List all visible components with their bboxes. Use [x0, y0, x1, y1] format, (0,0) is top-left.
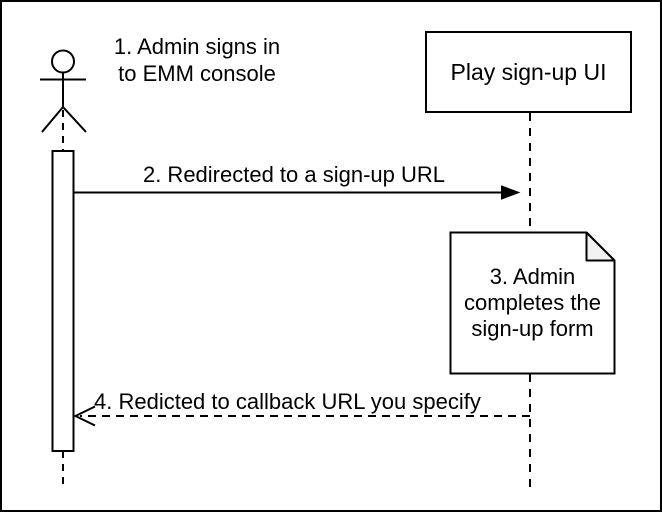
note-fold-icon — [585, 231, 616, 262]
callback-arrowhead-icon — [73, 405, 96, 427]
activation-bar — [51, 150, 75, 452]
redirect-arrow — [73, 185, 521, 200]
message-1-label: 1. Admin signs in to EMM console — [113, 34, 281, 86]
redirect-arrowhead-icon — [501, 185, 521, 200]
note-shape — [449, 231, 616, 375]
callback-arrow — [73, 405, 530, 427]
message-2-label: 2. Redirected to a sign-up URL — [142, 162, 446, 187]
message-4-label: 4. Redicted to callback URL you specify — [94, 389, 481, 414]
participant-box: Play sign-up UI — [425, 31, 632, 113]
note-body — [449, 231, 616, 375]
participant-label: Play sign-up UI — [450, 58, 607, 85]
actor-head — [51, 49, 75, 74]
actor-legs — [41, 105, 87, 133]
note-label: 3. Admin completes the sign-up form — [464, 264, 601, 341]
actor-icon — [40, 49, 87, 133]
